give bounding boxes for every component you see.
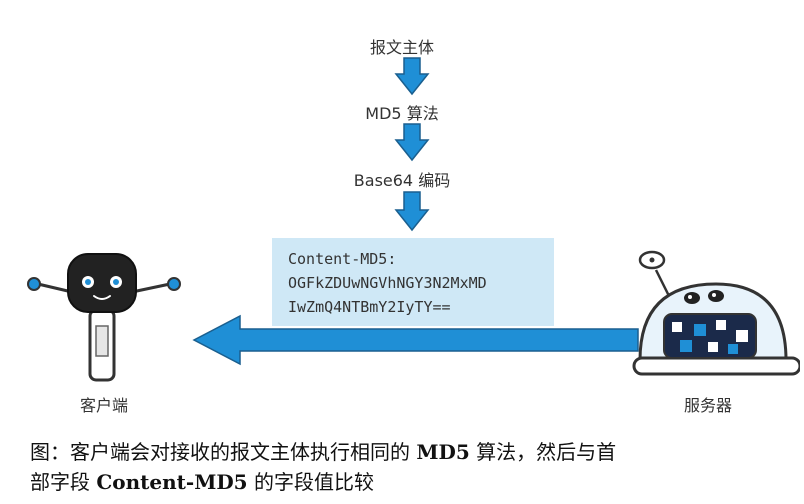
header-value-line1: OGFkZDUwNGVhNGY3N2MxMD [288,274,487,292]
step-md5: MD5 算法 [365,104,439,123]
step-base64: Base64 编码 [353,171,451,190]
down-arrow-icon [394,191,430,232]
client-robot-icon [27,253,181,382]
content-md5-header-box [272,238,554,326]
server-label: 服务器 [684,396,733,415]
header-name: Content-MD5: [288,250,397,268]
figure-caption: 图：客户端会对接收的报文主体执行相同的 MD5 算法，然后与首 部字段 Cont… [30,437,790,497]
down-arrow-icon [394,57,430,96]
caption-text: 图：客户端会对接收的报文主体执行相同的 [30,440,417,464]
caption-text: 的字段值比较 [247,470,374,494]
server-robot-icon [632,250,800,376]
caption-text: 算法，然后与首 [469,440,617,464]
caption-bold: MD5 [416,440,470,464]
caption-line-1: 图：客户端会对接收的报文主体执行相同的 MD5 算法，然后与首 [30,437,790,467]
down-arrow-icon [394,123,430,162]
caption-bold: Content-MD5 [96,470,248,494]
caption-text: 部字段 [30,470,97,494]
caption-line-2: 部字段 Content-MD5 的字段值比较 [30,467,790,497]
left-arrow-icon [192,314,639,366]
step-message-body: 报文主体 [369,38,434,57]
header-value-line2: IwZmQ4NTBmY2IyTY== [288,298,451,316]
client-label: 客户端 [80,396,129,415]
